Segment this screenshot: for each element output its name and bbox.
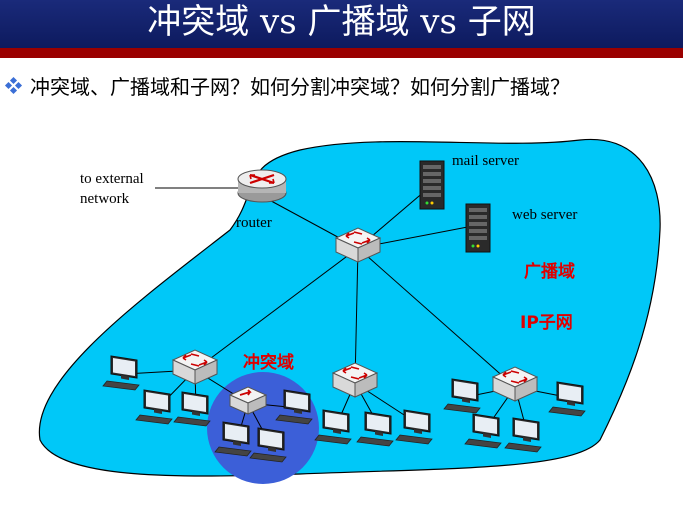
router	[237, 169, 287, 203]
lan-area	[38, 138, 661, 477]
slide-title: 冲突域 vs 广播域 vs 子网	[147, 2, 536, 42]
external-network-label: to external	[80, 171, 144, 187]
diamond-bullet-icon	[4, 76, 23, 95]
external-network-label: network	[80, 191, 130, 207]
mail-server	[419, 160, 445, 210]
question-text: 冲突域、广播域和子网？如何分割冲突域？如何分割广播域？	[30, 75, 570, 99]
hub	[228, 386, 268, 415]
router-label: router	[236, 215, 272, 231]
web-server	[465, 203, 491, 253]
subnet-label: IP子网	[520, 313, 573, 333]
mail-server-label: mail server	[452, 153, 519, 169]
bullet-line: 冲突域、广播域和子网？如何分割冲突域？如何分割广播域？	[4, 72, 683, 102]
web-server-label: web server	[512, 207, 577, 223]
broadcast-domain-label: 广播域	[524, 261, 575, 282]
title-bar	[0, 0, 683, 48]
title-rule	[0, 48, 683, 58]
collision-domain-label: 冲突域	[243, 352, 294, 373]
